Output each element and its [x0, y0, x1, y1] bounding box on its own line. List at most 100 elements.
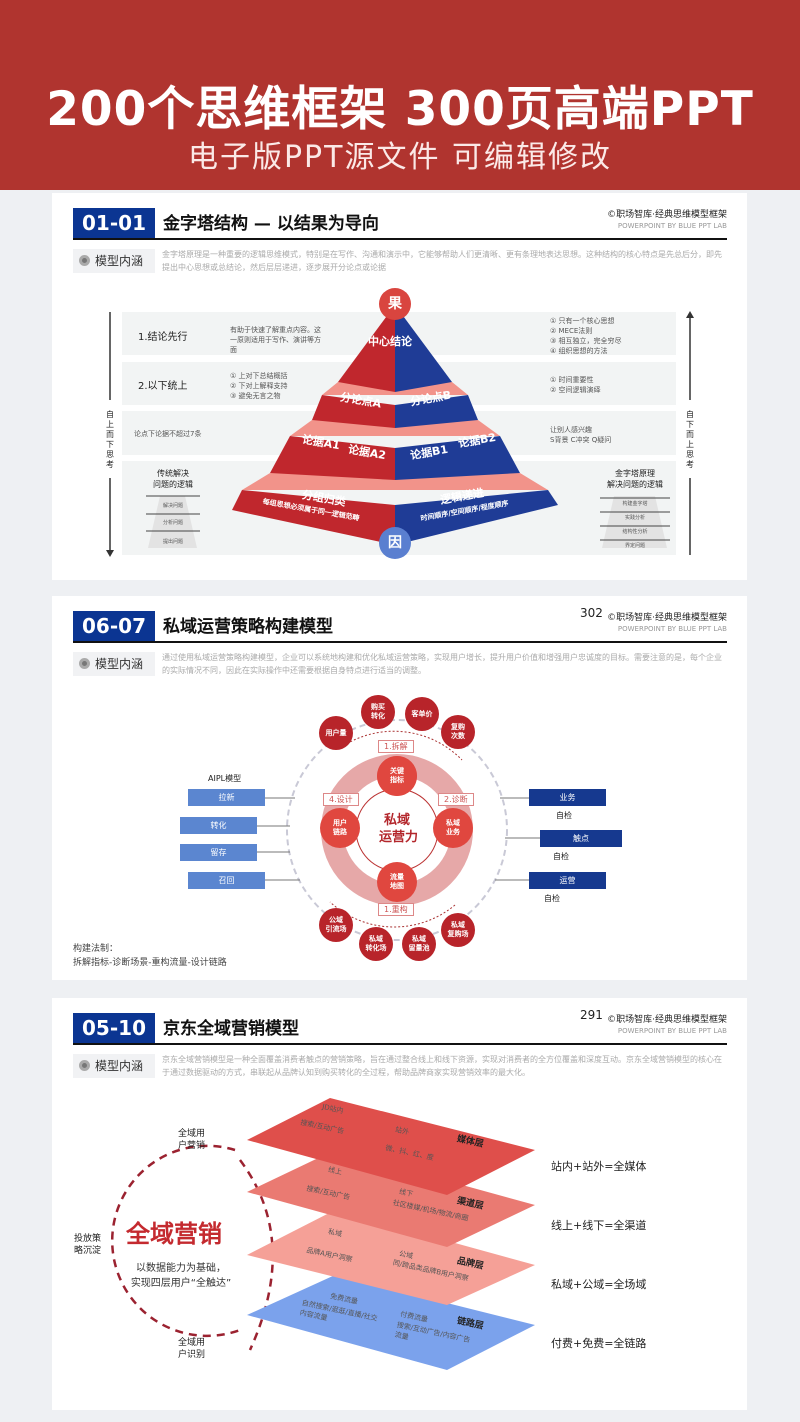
map-pin-icon — [79, 658, 90, 669]
row2-label: 2.以下统上 — [138, 381, 188, 392]
outer-field: 转化场 — [365, 944, 387, 952]
meaning-label: 模型内涵 — [73, 652, 155, 676]
row1-note: 面 — [230, 346, 237, 354]
outer-metric: 用户量 — [325, 728, 347, 737]
user-path: 链路 — [333, 828, 347, 836]
outer-field: 私域 — [369, 935, 383, 943]
copyright: ©职场智库·经典思维模型框架 — [607, 210, 727, 220]
outer-field: 引流场 — [325, 925, 347, 933]
aipl-acquire: 拉新 — [188, 789, 265, 806]
step: 解决问题 — [162, 503, 183, 509]
lab-credit: POWERPOINT BY BLUE PPT LAB — [617, 1027, 727, 1035]
row1-label: 1.结论先行 — [138, 332, 188, 343]
traffic-map: 流量 — [390, 873, 404, 881]
center-label: 运营力 — [379, 830, 419, 845]
omni-marketing-title: 全域营销 — [126, 1220, 222, 1248]
self-check: 自检 — [544, 894, 560, 903]
user-path: 用户 — [333, 819, 347, 827]
center-label: 私域 — [383, 813, 410, 828]
key-metrics: 指标 — [390, 776, 404, 784]
private-business: 业务 — [446, 828, 460, 836]
step: 构建金字塔 — [622, 501, 648, 507]
aipl-recall: 召回 — [188, 872, 265, 889]
aipl-label: AIPL模型 — [208, 774, 242, 783]
model-description: 京东全域营销模型是一种全面覆盖消费者触点的营销策略，旨在通过整合线上和线下资源，… — [162, 1055, 722, 1077]
traditional-title: 传统解决 — [157, 469, 189, 478]
divider — [73, 1043, 727, 1045]
copyright: ©职场智库·经典思维模型框架 — [607, 613, 727, 623]
layer-equation: 线上+线下=全渠道 — [551, 1219, 647, 1232]
outer-field: 公域 — [329, 916, 343, 924]
row1-note: 有助于快速了解重点内容。这 — [230, 326, 321, 334]
divider — [73, 238, 727, 240]
lab-credit: POWERPOINT BY BLUE PPT LAB — [617, 625, 727, 633]
step-tag: 2.诊断 — [438, 793, 474, 806]
model-title: 私域运营策略构建模型 — [163, 617, 333, 637]
list-item: ① 上对下总结概括 — [230, 372, 288, 380]
page-number: 302 — [580, 606, 603, 620]
model-code: 06-07 — [73, 611, 155, 641]
private-business: 私域 — [446, 819, 460, 827]
step-tag: 1.拆解 — [378, 740, 414, 753]
self-check: 自检 — [556, 811, 572, 820]
pyramid-diagram — [106, 305, 694, 557]
key-metrics: 关键 — [390, 767, 404, 775]
banner: 200个思维框架 300页高端PPT 电子版PPT源文件 可编辑修改 — [0, 0, 800, 190]
meaning-label: 模型内涵 — [73, 1054, 155, 1078]
list-item: S背景 C冲突 Q疑问 — [550, 436, 612, 444]
check-touchpoint: 触点 — [540, 830, 622, 847]
cycle-label: 全域用 — [178, 1338, 206, 1348]
divider — [73, 641, 727, 643]
cycle-label: 户营销 — [178, 1141, 206, 1151]
omni-sub: 实现四层用户“全触达” — [130, 1278, 232, 1289]
model-code: 05-10 — [73, 1013, 155, 1043]
outer-metric: 次数 — [451, 732, 465, 740]
cycle-label: 投放策 — [74, 1234, 102, 1244]
step: 提出问题 — [162, 539, 183, 545]
self-check: 自检 — [553, 852, 569, 861]
layer-equation: 私域+公域=全场域 — [551, 1278, 647, 1291]
model-code: 01-01 — [73, 208, 155, 238]
row3-note: 论点下论据不超过7条 — [134, 430, 202, 438]
step: 结构性分析 — [622, 529, 648, 535]
list-item: ② MECE法则 — [550, 327, 593, 335]
pyramid-principle-title: 金字塔原理 — [615, 469, 655, 478]
list-item: ② 下对上解释支持 — [230, 382, 288, 390]
step-tag: 4.设计 — [323, 793, 359, 806]
outer-field: 留量池 — [408, 944, 430, 952]
outer-field: 复购场 — [447, 930, 469, 938]
bottom-up-label: 自下而上思考 — [684, 410, 696, 470]
outer-field: 私域 — [412, 935, 426, 943]
list-item: ④ 组织思想的方法 — [550, 347, 608, 355]
map-pin-icon — [79, 255, 90, 266]
check-operation: 运营 — [529, 872, 606, 889]
aipl-retain: 留存 — [180, 844, 257, 861]
meaning-text: 模型内涵 — [95, 1059, 144, 1073]
model-title: 金字塔结构 — 以结果为导向 — [163, 214, 379, 234]
meaning-text: 模型内涵 — [95, 254, 144, 268]
list-item: 让别人感兴趣 — [550, 426, 592, 434]
banner-subtitle: 电子版PPT源文件 可编辑修改 — [187, 140, 613, 175]
lab-credit: POWERPOINT BY BLUE PPT LAB — [617, 222, 727, 230]
cycle-label: 户识别 — [178, 1350, 206, 1360]
meaning-label: 模型内涵 — [73, 249, 155, 273]
outer-metric: 转化 — [371, 712, 385, 720]
method-label: 构建法制： — [73, 944, 119, 954]
list-item: ③ 相互独立，完全穷尽 — [550, 337, 622, 345]
list-item: ② 空间逻辑演绎 — [550, 386, 601, 394]
list-item: ③ 避免无言之物 — [230, 392, 281, 400]
cause-circle: 因 — [379, 527, 411, 559]
layer-equation: 站内+站外=全媒体 — [551, 1160, 647, 1173]
central-conclusion: 中心结论 — [368, 335, 412, 348]
banner-title: 200个思维框架 300页高端PPT — [46, 82, 754, 137]
row1-note: 一原则适用于写作、演讲等方 — [230, 336, 321, 344]
method-text: 拆解指标-诊断场景-重构流量-设计链路 — [73, 958, 227, 968]
pyramid-principle-title: 解决问题的逻辑 — [607, 480, 663, 489]
map-pin-icon — [79, 1060, 90, 1071]
page-number: 291 — [580, 1008, 603, 1022]
outer-field: 私域 — [451, 921, 465, 929]
outer-metric: 客单价 — [411, 709, 433, 718]
model-description: 通过使用私域运营策略构建模型，企业可以系统地构建和优化私域运营策略，实现用户增长… — [162, 653, 722, 675]
model-title: 京东全域营销模型 — [163, 1019, 299, 1039]
